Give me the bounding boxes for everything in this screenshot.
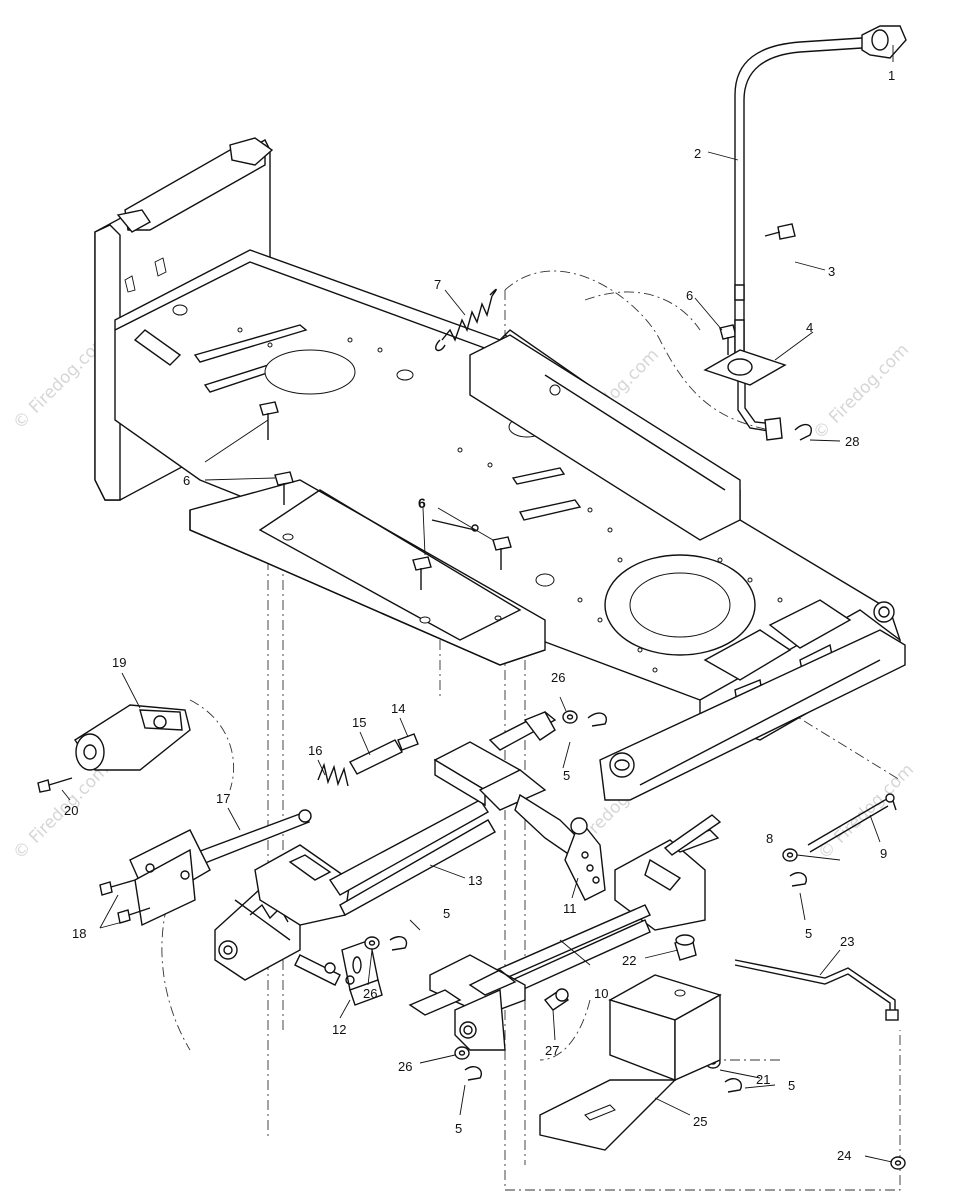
bolts <box>259 223 796 590</box>
spring-rod <box>194 733 419 866</box>
callout-15: 15 <box>352 715 366 730</box>
callout-10: 10 <box>594 986 608 1001</box>
callout-6: 6 <box>686 288 693 303</box>
bushing-27 <box>543 988 570 1011</box>
callout-5: 5 <box>788 1078 795 1093</box>
rear-lift-shaft <box>254 711 557 926</box>
clip-28 <box>794 423 841 442</box>
callout-20: 20 <box>64 803 78 818</box>
bolt-3 <box>764 223 796 240</box>
callout-12: 12 <box>332 1022 346 1037</box>
callout-23: 23 <box>840 934 854 949</box>
callout-3: 3 <box>828 264 835 279</box>
callout-8: 8 <box>766 831 773 846</box>
callout-5: 5 <box>443 906 450 921</box>
leader-lines <box>61 45 894 1163</box>
callout-labels: 1 2 3 4 5 5 5 5 5 6 6 6 7 8 9 10 11 12 1… <box>64 68 895 1163</box>
bolt-6b <box>274 471 294 505</box>
shift-plate <box>703 349 787 386</box>
bolt-6c <box>412 556 432 590</box>
callout-19: 19 <box>112 655 126 670</box>
callout-25: 25 <box>693 1114 707 1129</box>
washer-24 <box>890 1156 906 1170</box>
callout-11: 11 <box>563 901 577 916</box>
knob-19 <box>74 704 191 771</box>
callout-17: 17 <box>216 791 230 806</box>
callout-1: 1 <box>888 68 895 83</box>
bolt-6a <box>259 401 279 440</box>
pivot-bracket-left <box>99 829 211 927</box>
watermark-text: © Firedog.com <box>9 760 113 864</box>
rod-23 <box>734 959 899 1021</box>
callout-21: 21 <box>756 1072 770 1087</box>
washer-26b <box>364 936 380 950</box>
callout-22: 22 <box>622 953 636 968</box>
screw-20 <box>37 777 73 793</box>
bolt-6d <box>492 536 512 570</box>
callout-28: 28 <box>845 434 859 449</box>
seat-pan <box>189 479 546 666</box>
callout-26: 26 <box>363 986 377 1001</box>
bracket-25 <box>539 974 722 1151</box>
callout-18: 18 <box>72 926 86 941</box>
callout-5: 5 <box>455 1121 462 1136</box>
front-lift-shaft <box>408 814 722 1051</box>
adjuster-22 <box>674 934 697 961</box>
callout-6: 6 <box>183 473 190 488</box>
spring-7 <box>435 288 497 352</box>
callout-5: 5 <box>805 926 812 941</box>
washer-8 <box>782 848 798 862</box>
shift-lever <box>734 25 907 441</box>
frame-holes <box>237 327 783 673</box>
bolt-6e <box>719 324 737 355</box>
bolt-18a <box>99 879 136 896</box>
clips <box>389 712 807 1093</box>
washers <box>364 710 906 1170</box>
callout-24: 24 <box>837 1148 851 1163</box>
washer-26c <box>454 1046 470 1060</box>
callout-4: 4 <box>806 320 813 335</box>
callout-26: 26 <box>398 1059 412 1074</box>
callout-16: 16 <box>308 743 322 758</box>
callout-26: 26 <box>551 670 565 685</box>
callout-6: 6 <box>418 495 426 511</box>
link-arm-11 <box>514 793 606 901</box>
washer-26a <box>562 710 578 724</box>
rod-9 <box>807 793 897 853</box>
callout-2: 2 <box>694 146 701 161</box>
main-frame <box>94 137 906 801</box>
callout-13: 13 <box>468 873 482 888</box>
callout-5: 5 <box>563 768 570 783</box>
callout-27: 27 <box>545 1043 559 1058</box>
callout-9: 9 <box>880 846 887 861</box>
callout-7: 7 <box>434 277 441 292</box>
callout-14: 14 <box>391 701 405 716</box>
watermark-text: © Firedog.com <box>809 340 913 444</box>
